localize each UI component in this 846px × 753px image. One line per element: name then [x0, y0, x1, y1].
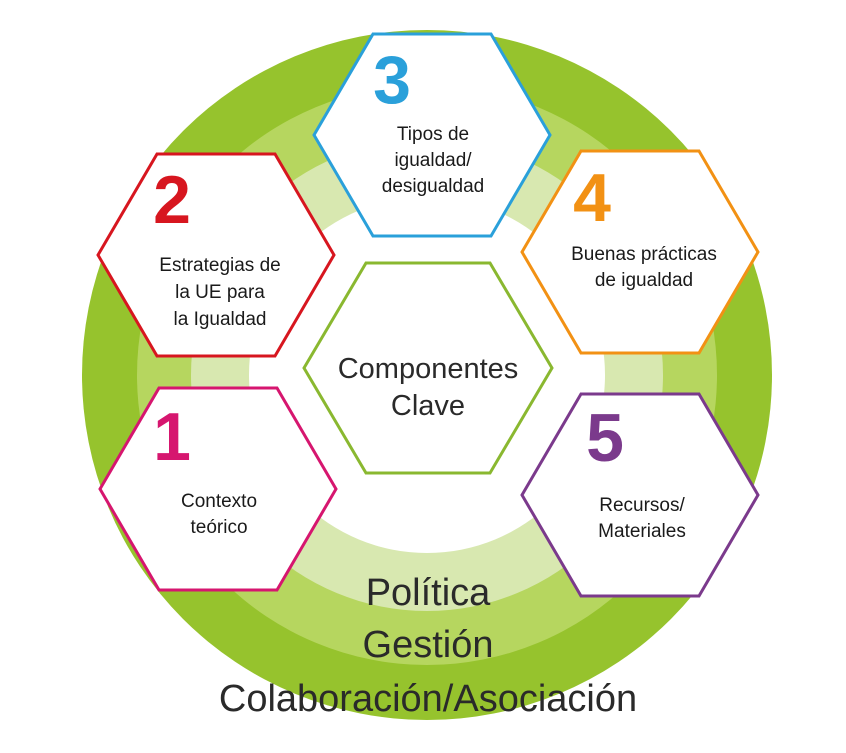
component-5-recursos: 5 Recursos/ Materiales [520, 392, 760, 598]
component-4-label-line-1: Buenas prácticas [571, 244, 717, 265]
component-3-number: 3 [373, 42, 411, 118]
center-hexagon: Componentes Clave [302, 261, 554, 475]
component-4-hexagon [520, 149, 760, 355]
component-3-label-line-1: Tipos de [397, 124, 469, 145]
ring-label-politica: Política [366, 572, 491, 614]
center-hexagon-shape [302, 261, 554, 475]
component-1-hexagon [98, 386, 338, 592]
component-3-label-line-3: desigualdad [382, 176, 484, 197]
component-5-number: 5 [586, 400, 624, 476]
component-5-hexagon [520, 392, 760, 598]
component-2-label-line-2: la UE para [175, 282, 265, 303]
component-1-number: 1 [153, 399, 191, 475]
ring-label-colaboracion: Colaboración/Asociación [219, 678, 637, 720]
component-4-number: 4 [573, 160, 611, 236]
component-1-label-line-1: Contexto [181, 491, 257, 512]
component-5-label-line-1: Recursos/ [599, 495, 685, 516]
outer-ring-labels: Política Gestión Colaboración/Asociación [219, 572, 637, 720]
component-3-hexagon [312, 32, 552, 238]
component-5-label-line-2: Materiales [598, 521, 686, 542]
component-3-tipos: 3 Tipos de igualdad/ desigualdad [312, 32, 552, 238]
component-1-contexto: 1 Contexto teórico [98, 386, 338, 592]
component-3-label-line-2: igualdad/ [394, 150, 472, 171]
component-2-label-line-3: la Igualdad [174, 309, 267, 330]
component-4-buenas-practicas: 4 Buenas prácticas de igualdad [520, 149, 760, 355]
component-2-estrategias: 2 Estrategias de la UE para la Igualdad [96, 152, 336, 358]
center-label-line-1: Componentes [338, 353, 519, 385]
component-1-label-line-2: teórico [190, 517, 247, 538]
component-4-label-line-2: de igualdad [595, 270, 693, 291]
component-2-number: 2 [153, 162, 191, 238]
ring-label-gestion: Gestión [363, 624, 494, 666]
component-2-label-line-1: Estrategias de [159, 255, 280, 276]
center-label-line-2: Clave [391, 390, 465, 422]
component-2-hexagon [96, 152, 336, 358]
